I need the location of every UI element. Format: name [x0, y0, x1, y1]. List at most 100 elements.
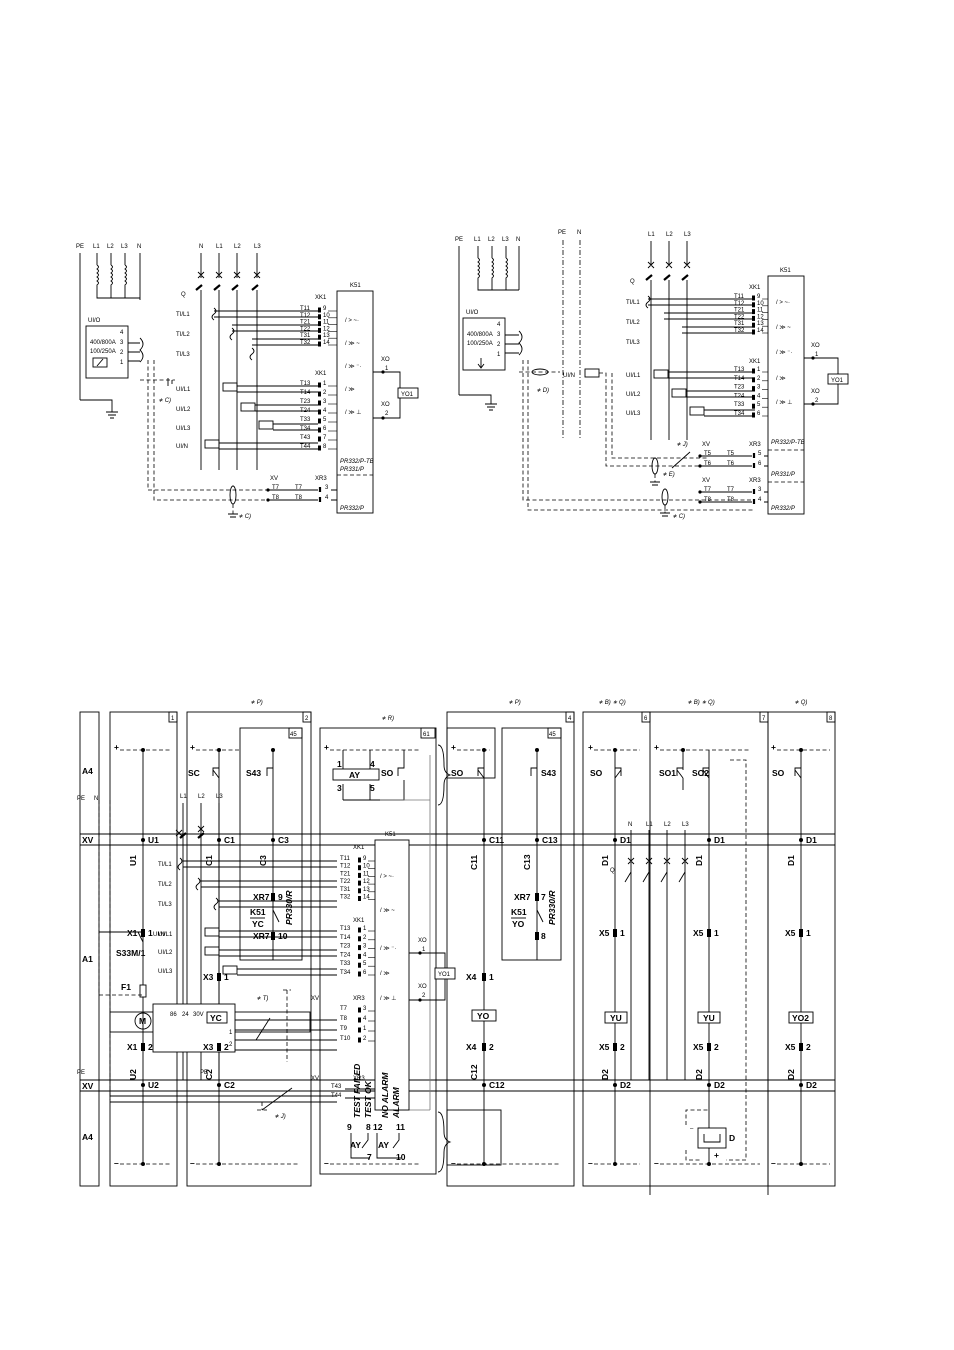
wire-c3: C3 — [258, 855, 268, 866]
terminal-wire: T33 — [340, 961, 351, 967]
breaker-q-label: Q — [630, 279, 635, 285]
sheet-tags: 1 2 45 61 4 45 6 7 8 — [168, 711, 836, 739]
pin: 8 — [541, 931, 546, 941]
terminal-x5: X5 — [785, 928, 796, 938]
ti-label: TI/L3 — [626, 340, 640, 346]
terminal-pin: 5 — [323, 417, 327, 423]
terminal-wire: T44 — [300, 444, 311, 450]
terminal-x5: X5 — [785, 1042, 796, 1052]
k51-note: PR332/P-TB — [340, 459, 374, 465]
plus-sign: + — [771, 742, 776, 752]
wire-u1: U1 — [128, 855, 138, 866]
uio-pin: 3 — [497, 332, 501, 338]
phase-label: L3 — [682, 822, 689, 828]
terminal-wire: T21 — [300, 320, 311, 326]
wire-c12: C12 — [469, 1064, 479, 1080]
terminal-block — [358, 896, 361, 901]
protection-g: / ≫ — [345, 387, 355, 393]
terminal-pin: 11 — [757, 308, 764, 314]
terminal-wire: T32 — [734, 328, 745, 334]
plus-sign: + — [654, 742, 659, 752]
phase-label: L1 — [648, 232, 655, 238]
uio-sensor-box — [462, 317, 506, 371]
wire-c13: C13 — [522, 854, 532, 870]
terminal-wire: T34 — [300, 426, 311, 432]
terminal-block — [318, 341, 321, 347]
terminal-block — [752, 315, 755, 321]
phase-label: L1 — [646, 822, 653, 828]
terminal-wire: T13 — [300, 381, 311, 387]
terminal-pin: 4 — [363, 1016, 367, 1022]
terminal-pin: 6 — [757, 411, 761, 417]
sheet-number: 7 — [762, 716, 766, 722]
xv-label: XV — [270, 476, 278, 482]
so-box-4 — [446, 727, 496, 779]
terminal-block — [318, 321, 321, 327]
row-label: A4 — [82, 766, 93, 776]
terminal-block — [752, 377, 755, 383]
uio-rating-1: 400/800A — [90, 340, 116, 346]
uin-label: UI/N — [563, 373, 575, 379]
phase-label: L1 — [180, 794, 187, 800]
device-d — [697, 1127, 727, 1149]
terminal-pin: 12 — [757, 314, 764, 320]
motor-icon — [134, 1012, 152, 1030]
terminal-wire: T31 — [300, 333, 311, 339]
terminal-c2: C2 — [224, 1080, 235, 1090]
device-d-label: D — [729, 1133, 735, 1143]
yo-label: YO — [477, 1011, 490, 1021]
sheet-frame-61 — [319, 727, 437, 1175]
xr3-wire: T43 — [331, 1084, 342, 1090]
terminal-pin: 2 — [757, 376, 761, 382]
terminal-wire: T34 — [340, 970, 351, 976]
aux-box-4 — [446, 1109, 502, 1166]
k51-note: PR332/P — [771, 506, 795, 512]
xo-pin: 1 — [385, 366, 389, 372]
column-7: SO1 SO2 D1 D1 X5 1 YU X5 2 D2 D2 D – + — [659, 748, 747, 1164]
terminal-wire: T31 — [734, 321, 745, 327]
motor-m: M — [139, 1016, 146, 1026]
column-6: SO D1 D1 N L1 L2 L3 Q X5 1 YU X5 2 D2 D2 — [590, 748, 689, 1164]
phase-label: L3 — [502, 237, 509, 243]
ui-label: UI/L1 — [158, 932, 173, 938]
protection-g: / ≫ — [380, 971, 390, 977]
minus-sign: – — [114, 1158, 119, 1168]
phase-label: L2 — [666, 232, 673, 238]
terminal-wire: T22 — [734, 314, 745, 320]
terminal-pin: 2 — [363, 1036, 367, 1042]
terminal-d1: D1 — [714, 835, 725, 845]
terminal-pin: 6 — [323, 426, 327, 432]
xr3-wire: T8 — [727, 497, 735, 503]
yc-ref: YC — [252, 919, 264, 929]
wire-u2: U2 — [128, 1069, 138, 1080]
terminal-x5: X5 — [599, 1042, 610, 1052]
xr3-label: XR3 — [749, 478, 761, 484]
terminal-pin: 1 — [363, 926, 367, 932]
terminal-wire: T7 — [340, 1006, 348, 1012]
protection-i: / ≫ ⁻· — [345, 364, 361, 370]
phase-label: N — [137, 244, 141, 250]
protection-g: / ≫ — [776, 376, 786, 382]
k51-note: PR332/P-TB — [771, 440, 805, 446]
uio-pin: 4 — [497, 322, 501, 328]
wire-d1: D1 — [694, 855, 704, 866]
terminal-block — [752, 322, 755, 328]
alarm-label: ALARM — [391, 1086, 401, 1119]
uio-pin: 2 — [120, 350, 124, 356]
yo2-label: YO2 — [792, 1013, 809, 1023]
column-4: SO S43 C11 C13 C11 C13 XR7 7 K51 YO PR33… — [451, 748, 558, 1164]
pin: 10 — [396, 1152, 406, 1162]
breaker-q-label: Q — [610, 868, 615, 874]
yo1-label: YO1 — [401, 392, 414, 398]
ui-label: UI/L1 — [176, 387, 191, 393]
yo1-coil — [397, 387, 419, 399]
row-label: A4 — [82, 1132, 93, 1142]
note-c-2: ∗ C) — [238, 514, 251, 520]
terminal-block — [318, 409, 321, 415]
protection-s: / ≫ ~ — [776, 325, 791, 331]
minus-sign: – — [588, 1158, 593, 1168]
terminal-pin: 10 — [363, 864, 370, 870]
column-r: AY 1 4 3 5 SO K51 / > ~· / ≫ ~ / ≫ ⁻· / … — [311, 744, 456, 1173]
